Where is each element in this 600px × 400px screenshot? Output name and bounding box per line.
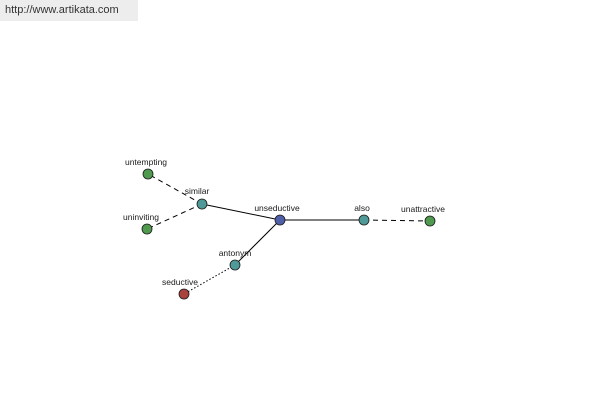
node-dot-unattractive[interactable] xyxy=(424,215,436,227)
edge-similar-uninviting xyxy=(146,203,203,230)
node-antonym[interactable]: antonym xyxy=(219,248,252,271)
edge-also-unattractive xyxy=(363,219,431,222)
node-dot-also[interactable] xyxy=(358,214,370,226)
node-unseductive[interactable]: unseductive xyxy=(254,203,300,226)
node-dot-untempting[interactable] xyxy=(142,168,154,180)
edge-unseductive-antonym xyxy=(234,219,281,266)
node-seductive[interactable]: seductive xyxy=(162,277,198,300)
node-dot-seductive[interactable] xyxy=(178,288,190,300)
node-dot-unseductive[interactable] xyxy=(274,214,286,226)
node-label-similar[interactable]: similar xyxy=(185,186,210,196)
edge-antonym-seductive xyxy=(183,264,236,295)
node-label-unattractive[interactable]: unattractive xyxy=(401,204,445,214)
node-label-antonym[interactable]: antonym xyxy=(219,248,252,258)
site-url-link[interactable]: http://www.artikata.com xyxy=(5,4,119,16)
edge-unseductive-similar xyxy=(201,203,281,221)
node-label-unseductive[interactable]: unseductive xyxy=(254,203,300,213)
node-untempting[interactable]: untempting xyxy=(125,157,167,180)
node-dot-similar[interactable] xyxy=(196,198,208,210)
edge-similar-untempting xyxy=(147,173,203,205)
node-dot-uninviting[interactable] xyxy=(141,223,153,235)
node-unattractive[interactable]: unattractive xyxy=(401,204,445,227)
node-uninviting[interactable]: uninviting xyxy=(123,212,159,235)
node-label-uninviting[interactable]: uninviting xyxy=(123,212,159,222)
node-dot-antonym[interactable] xyxy=(229,259,241,271)
node-similar[interactable]: similar xyxy=(185,186,210,210)
node-also[interactable]: also xyxy=(354,203,370,226)
node-label-untempting[interactable]: untempting xyxy=(125,157,167,167)
url-banner[interactable]: http://www.artikata.com xyxy=(0,0,138,21)
node-label-seductive[interactable]: seductive xyxy=(162,277,198,287)
node-label-also[interactable]: also xyxy=(354,203,370,213)
